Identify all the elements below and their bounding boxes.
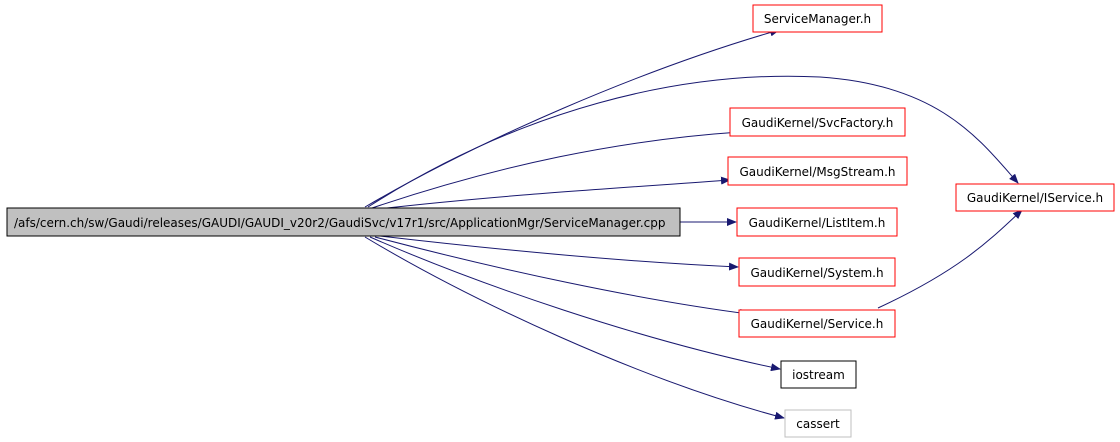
node-listitem-h[interactable]: GaudiKernel/ListItem.h — [736, 207, 898, 237]
root-node-label: /afs/cern.ch/sw/Gaudi/releases/GAUDI/GAU… — [14, 216, 665, 230]
node-msgstream-h[interactable]: GaudiKernel/MsgStream.h — [727, 156, 908, 186]
node-listitem-h-label: GaudiKernel/ListItem.h — [749, 216, 886, 230]
edge-root-to-iservice-h — [367, 75, 1019, 208]
node-cassert-label: cassert — [796, 417, 840, 431]
node-servicemanager-h-label: ServiceManager.h — [764, 12, 871, 26]
node-svcfactory-h[interactable]: GaudiKernel/SvcFactory.h — [729, 107, 906, 137]
node-iservice-h[interactable]: GaudiKernel/IService.h — [955, 183, 1115, 212]
node-cassert[interactable]: cassert — [784, 409, 852, 438]
node-service-h-label: GaudiKernel/Service.h — [751, 317, 884, 331]
node-msgstream-h-label: GaudiKernel/MsgStream.h — [739, 165, 895, 179]
node-service-h[interactable]: GaudiKernel/Service.h — [738, 309, 896, 338]
node-system-h[interactable]: GaudiKernel/System.h — [738, 257, 896, 287]
edge-root-to-msgstream-h — [377, 176, 731, 210]
edge-service-h-to-iservice-h — [877, 209, 1023, 309]
root-node[interactable]: /afs/cern.ch/sw/Gaudi/releases/GAUDI/GAU… — [6, 207, 681, 237]
edge-root-to-svcfactory-h — [371, 128, 741, 209]
node-system-h-label: GaudiKernel/System.h — [750, 266, 883, 280]
node-iservice-h-label: GaudiKernel/IService.h — [967, 191, 1103, 205]
node-iostream-label: iostream — [792, 368, 845, 382]
node-iostream[interactable]: iostream — [780, 360, 857, 389]
edges — [364, 28, 1023, 420]
edge-root-to-cassert — [364, 236, 785, 420]
edge-root-to-service-h — [374, 236, 750, 317]
node-svcfactory-h-label: GaudiKernel/SvcFactory.h — [742, 116, 894, 130]
edge-root-to-iostream — [369, 236, 781, 372]
node-servicemanager-h[interactable]: ServiceManager.h — [752, 4, 883, 33]
edge-root-to-system-h — [379, 235, 739, 271]
